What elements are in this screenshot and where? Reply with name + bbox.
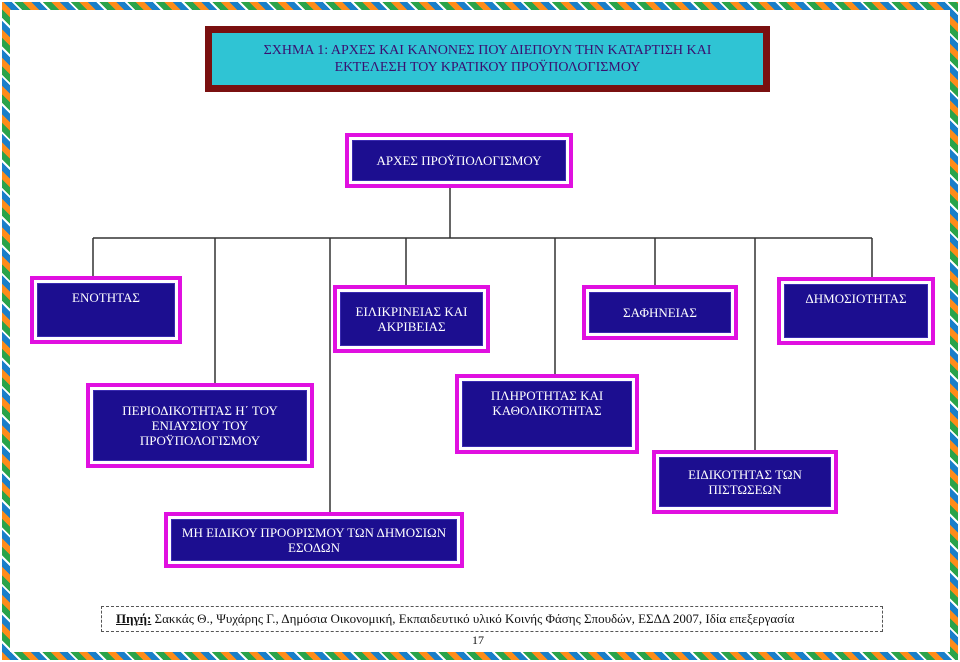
- node-universality: ΠΛΗΡΟΤΗΤΑΣ ΚΑΙ ΚΑΘΟΛΙΚΟΤΗΤΑΣ: [455, 374, 639, 454]
- node-specificity-appropriations-label: ΕΙΔΙΚΟΤΗΤΑΣ ΤΩΝ ΠΙΣΤΩΣΕΩΝ: [659, 457, 831, 507]
- node-publicity: ΔΗΜΟΣΙΟΤΗΤΑΣ: [777, 277, 935, 345]
- node-annuality: ΠΕΡΙΟΔΙΚΟΤΗΤΑΣ Η΄ ΤΟΥ ΕΝΙΑΥΣΙΟΥ ΤΟΥ ΠΡΟΫ…: [86, 383, 314, 468]
- source-text: Σακκάς Θ., Ψυχάρης Γ., Δημόσια Οικονομικ…: [151, 611, 795, 626]
- page-number: 17: [472, 634, 484, 644]
- node-budget-principles: ΑΡΧΕΣ ΠΡΟΫΠΟΛΟΓΙΣΜΟΥ: [345, 133, 573, 188]
- node-clarity: ΣΑΦΗΝΕΙΑΣ: [582, 285, 738, 340]
- node-publicity-label: ΔΗΜΟΣΙΟΤΗΤΑΣ: [784, 284, 928, 338]
- node-non-assignment-revenues: ΜΗ ΕΙΔΙΚΟΥ ΠΡΟΟΡΙΣΜΟΥ ΤΩΝ ΔΗΜΟΣΙΩΝ ΕΣΟΔΩ…: [164, 512, 464, 568]
- node-unity-label: ΕΝΟΤΗΤΑΣ: [37, 283, 175, 337]
- node-annuality-label: ΠΕΡΙΟΔΙΚΟΤΗΤΑΣ Η΄ ΤΟΥ ΕΝΙΑΥΣΙΟΥ ΤΟΥ ΠΡΟΫ…: [93, 390, 307, 461]
- source-note: Πηγή: Σακκάς Θ., Ψυχάρης Γ., Δημόσια Οικ…: [101, 606, 883, 632]
- node-non-assignment-revenues-label: ΜΗ ΕΙΔΙΚΟΥ ΠΡΟΟΡΙΣΜΟΥ ΤΩΝ ΔΗΜΟΣΙΩΝ ΕΣΟΔΩ…: [171, 519, 457, 561]
- node-sincerity-accuracy: ΕΙΛΙΚΡΙΝΕΙΑΣ ΚΑΙ ΑΚΡΙΒΕΙΑΣ: [333, 285, 490, 353]
- node-universality-label: ΠΛΗΡΟΤΗΤΑΣ ΚΑΙ ΚΑΘΟΛΙΚΟΤΗΤΑΣ: [462, 381, 632, 447]
- node-specificity-appropriations: ΕΙΔΙΚΟΤΗΤΑΣ ΤΩΝ ΠΙΣΤΩΣΕΩΝ: [652, 450, 838, 514]
- diagram-title-box: ΣΧΗΜΑ 1: ΑΡΧΕΣ ΚΑΙ ΚΑΝΟΝΕΣ ΠΟΥ ΔΙΕΠΟΥΝ Τ…: [205, 26, 770, 92]
- node-unity: ΕΝΟΤΗΤΑΣ: [30, 276, 182, 344]
- node-clarity-label: ΣΑΦΗΝΕΙΑΣ: [589, 292, 731, 333]
- node-sincerity-accuracy-label: ΕΙΛΙΚΡΙΝΕΙΑΣ ΚΑΙ ΑΚΡΙΒΕΙΑΣ: [340, 292, 483, 346]
- node-budget-principles-label: ΑΡΧΕΣ ΠΡΟΫΠΟΛΟΓΙΣΜΟΥ: [352, 140, 566, 181]
- diagram-title: ΣΧΗΜΑ 1: ΑΡΧΕΣ ΚΑΙ ΚΑΝΟΝΕΣ ΠΟΥ ΔΙΕΠΟΥΝ Τ…: [212, 33, 763, 85]
- source-label: Πηγή:: [116, 611, 152, 626]
